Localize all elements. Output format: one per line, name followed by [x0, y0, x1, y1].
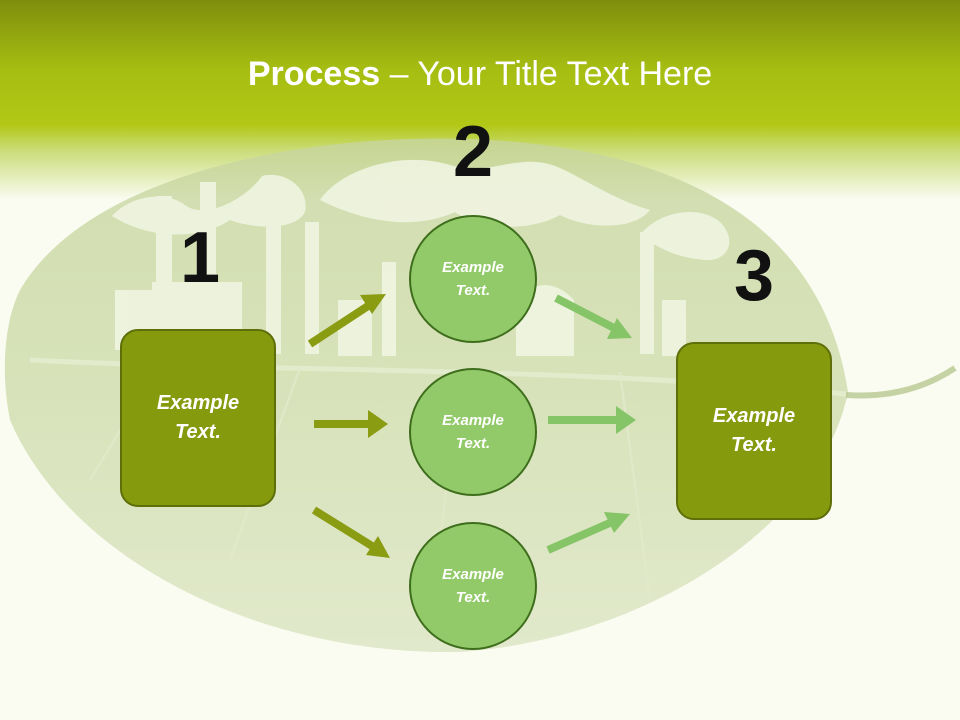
step-number-1: 1 — [179, 218, 221, 298]
arrow-left-to-middle — [314, 410, 388, 438]
slide-title: Process – Your Title Text Here — [0, 52, 960, 96]
title-bold: Process — [247, 55, 381, 93]
title-rest: – Your Title Text Here — [380, 55, 713, 93]
arrow-bottom-to-right — [546, 512, 630, 554]
step-1-box: Example Text. — [120, 329, 276, 507]
step-number-3: 3 — [733, 236, 775, 316]
arrow-left-to-bottom — [311, 506, 390, 558]
step-2-circle-middle: Example Text. — [409, 368, 537, 496]
step-3-box: Example Text. — [676, 342, 832, 520]
step-2-circle-top: Example Text. — [409, 215, 537, 343]
arrow-left-to-top — [307, 294, 386, 348]
arrow-middle-to-right — [548, 406, 636, 434]
arrow-top-to-right — [554, 294, 632, 339]
step-number-2: 2 — [452, 112, 494, 192]
step-2-circle-bottom: Example Text. — [409, 522, 537, 650]
